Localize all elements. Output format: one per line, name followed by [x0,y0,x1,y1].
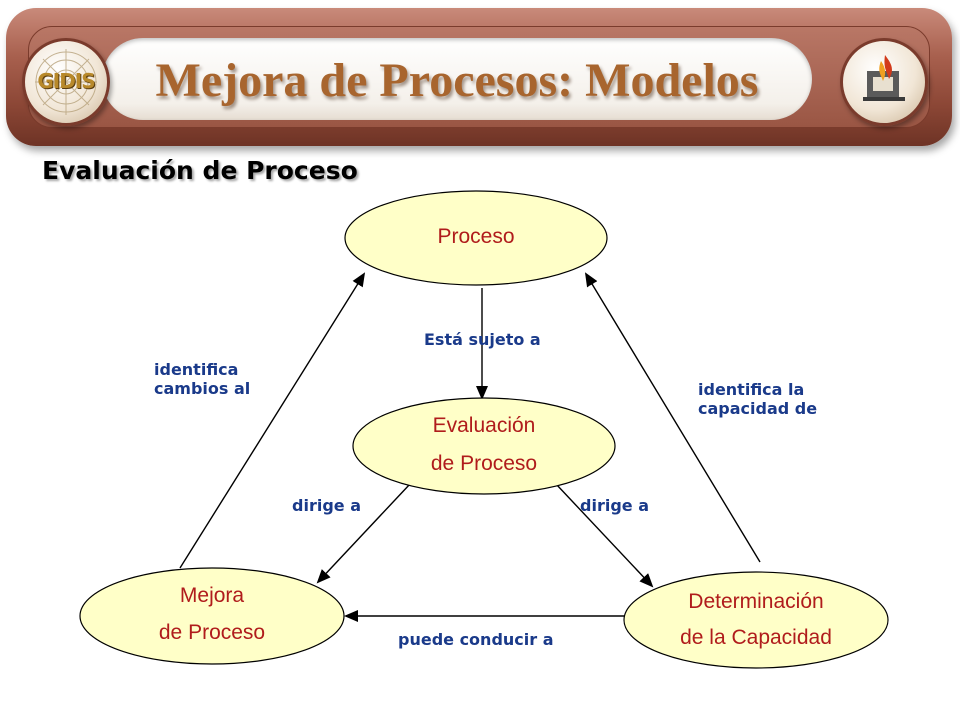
section-subtitle: Evaluación de Proceso [42,156,358,185]
arrow-mejora-to-proceso [179,272,366,569]
edge-label-dirige-left: dirige a [292,496,361,515]
node-evaluacion-label-1: Evaluación [432,414,536,437]
node-evaluacion-label-2: de Proceso [430,452,538,475]
node-evaluacion [352,397,616,495]
edge-label-identifica-cambios-1: identifica [154,360,239,379]
node-determinacion [623,571,889,669]
node-determinacion-label-1: Determinación [688,590,824,613]
page-title: Mejora de Procesos: Modelos [155,54,759,107]
edge-label-identifica-capacidad-1: identifica la [698,380,805,399]
node-proceso-label: Proceso [437,225,515,248]
edge-label-conducir: puede conducir a [398,630,554,649]
node-proceso [344,190,608,286]
node-mejora [79,567,345,665]
title-pill [102,38,812,120]
arrow-evaluacion-to-mejora [316,483,411,584]
node-determinacion-label-2: de la Capacidad [680,626,832,649]
edge-label-identifica-cambios-2: cambios al [154,379,251,398]
arrow-evaluacion-to-determinacion [555,483,654,588]
edge-label-identifica-capacidad-2: capacidad de [698,399,818,418]
node-mejora-label-1: Mejora [179,584,245,607]
edge-label-dirige-right: dirige a [580,496,649,515]
gidis-logo-text: GIDIS [37,69,95,93]
node-mejora-label-2: de Proceso [158,621,266,644]
edge-label-sujeto: Está sujeto a [424,330,541,349]
institution-logo-icon [840,38,928,126]
arrow-determinacion-to-proceso [584,272,761,563]
gidis-logo-icon: GIDIS [22,38,110,126]
